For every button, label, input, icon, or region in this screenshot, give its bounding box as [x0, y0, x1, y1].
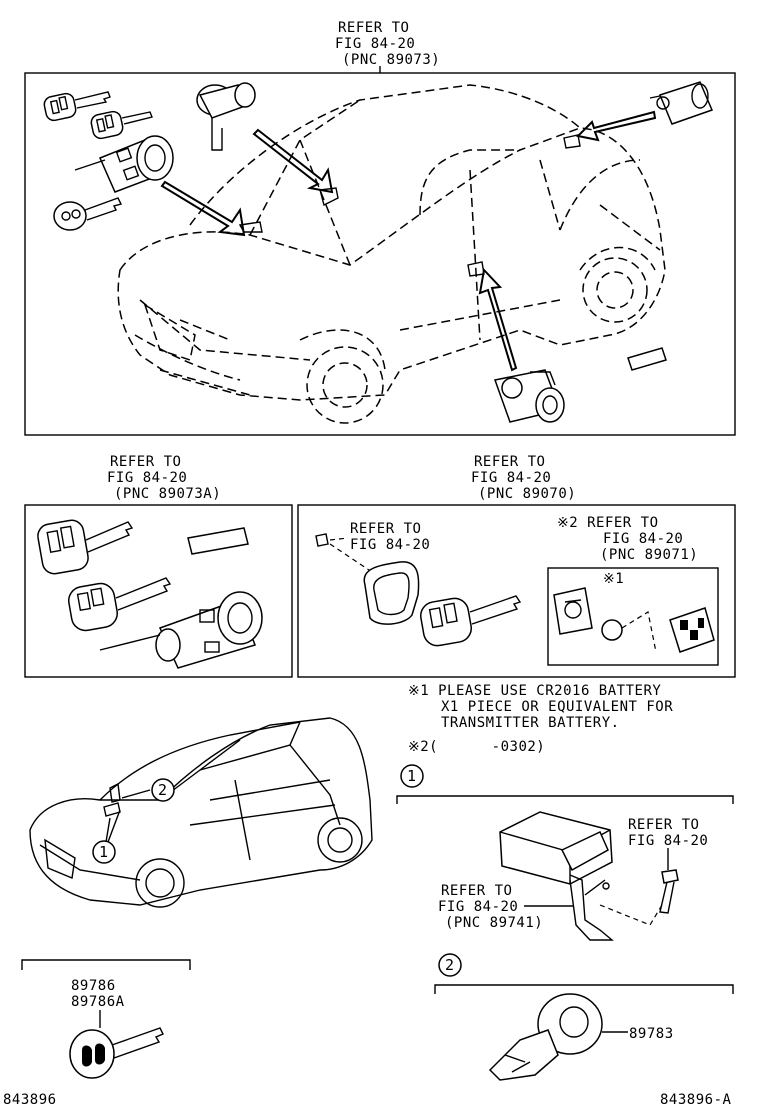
callout-2-label: 2 [158, 781, 167, 799]
battery-icon [601, 619, 623, 641]
group1-refer-b-line2: FIG 84-20 [438, 899, 518, 915]
group-2-number: 2 [445, 956, 454, 974]
inner-refer-b-line3: (PNC 89071) [600, 547, 698, 563]
remote-key-icon [67, 577, 172, 632]
receiver-module-icon [499, 811, 663, 941]
group1-refer-a-line2: FIG 84-20 [628, 833, 708, 849]
inner-refer-a: REFER TO FIG 84-20 [315, 521, 430, 573]
group1-refer-a-line1: REFER TO [628, 817, 699, 833]
group-1-refer-a: REFER TO FIG 84-20 [628, 817, 708, 870]
left-middle-frame [24, 504, 293, 678]
bolt-icon [659, 869, 679, 914]
transmitter-subframe [547, 567, 719, 666]
left-key-set [37, 519, 263, 669]
door-lock-cylinder-icon [478, 267, 565, 423]
group-2-header: 2 [434, 953, 734, 994]
part-number-89783: 89783 [629, 1026, 674, 1042]
group-1-refer-b: REFER TO FIG 84-20 (PNC 89741) [438, 883, 574, 931]
figure-id-right: 843896-A [660, 1092, 732, 1108]
door-switch-icon [575, 81, 714, 142]
group1-refer-b-line3: (PNC 89741) [445, 915, 543, 931]
ignition-switch-ring-icon [488, 993, 628, 1081]
group-1-number: 1 [407, 767, 416, 785]
note2: ※2( -0302) [408, 739, 545, 755]
left-refer-line1: REFER TO [110, 454, 181, 470]
group1-refer-b-line1: REFER TO [441, 883, 512, 899]
left-refer-line2: FIG 84-20 [107, 470, 187, 486]
part-number-89786: 89786 [71, 978, 116, 994]
remote-key-icon [420, 595, 522, 647]
transmitter-case-icon [363, 561, 420, 625]
top-refer-line1: REFER TO [338, 20, 409, 36]
battery-mark: ※1 [603, 571, 624, 587]
note1-line3: TRANSMITTER BATTERY. [441, 715, 620, 731]
card-key-icon [627, 347, 667, 371]
part-number-89786A: 89786A [71, 994, 125, 1010]
transmitter-board-icon [553, 587, 593, 635]
top-refer-line3: (PNC 89073) [342, 52, 440, 68]
key-icon [53, 197, 123, 231]
remote-key-icon [43, 91, 111, 122]
note1-line1: ※1 PLEASE USE CR2016 BATTERY [408, 683, 661, 699]
group-1-header: 1 [396, 764, 734, 804]
callout-2: 2 [121, 778, 175, 802]
remote-key-icon [90, 110, 153, 140]
lock-cylinder-icon [196, 82, 334, 194]
key-parts-header: 89786 89786A [21, 959, 191, 1028]
notes: ※1 PLEASE USE CR2016 BATTERY X1 PIECE OR… [408, 683, 673, 755]
inner-refer-b: ※2 REFER TO FIG 84-20 (PNC 89071) [557, 515, 698, 563]
ignition-cylinder-icon [74, 135, 174, 193]
callout-1-label: 1 [99, 843, 108, 861]
inner-refer-a-line2: FIG 84-20 [350, 537, 430, 553]
remote-key-icon [37, 519, 134, 575]
top-key-set [43, 91, 246, 237]
inner-refer-a-line1: REFER TO [350, 521, 421, 537]
inner-refer-b-line2: FIG 84-20 [603, 531, 683, 547]
lower-car-illustration [29, 717, 373, 908]
key-icon [69, 1027, 164, 1079]
right-refer-line2: FIG 84-20 [471, 470, 551, 486]
top-refer-line2: FIG 84-20 [335, 36, 415, 52]
top-frame [24, 72, 736, 436]
card-key-icon [187, 527, 249, 555]
right-middle-frame [297, 504, 736, 678]
top-refer-label: REFER TO FIG 84-20 (PNC 89073) [335, 20, 440, 73]
ignition-cylinder-icon [99, 591, 263, 669]
right-refer-line3: (PNC 89070) [478, 486, 576, 502]
right-refer-line1: REFER TO [474, 454, 545, 470]
left-refer-label: REFER TO FIG 84-20 (PNC 89073A) [107, 454, 221, 502]
top-car-illustration [117, 84, 666, 424]
callout-1: 1 [92, 809, 121, 864]
transmitter-cover-icon [669, 607, 715, 653]
left-refer-line3: (PNC 89073A) [114, 486, 221, 502]
right-refer-label: REFER TO FIG 84-20 (PNC 89070) [471, 454, 576, 502]
note1-line2: X1 PIECE OR EQUIVALENT FOR [441, 699, 673, 715]
figure-id-left: 843896 [3, 1092, 57, 1108]
inner-refer-b-line1: ※2 REFER TO [557, 515, 659, 531]
